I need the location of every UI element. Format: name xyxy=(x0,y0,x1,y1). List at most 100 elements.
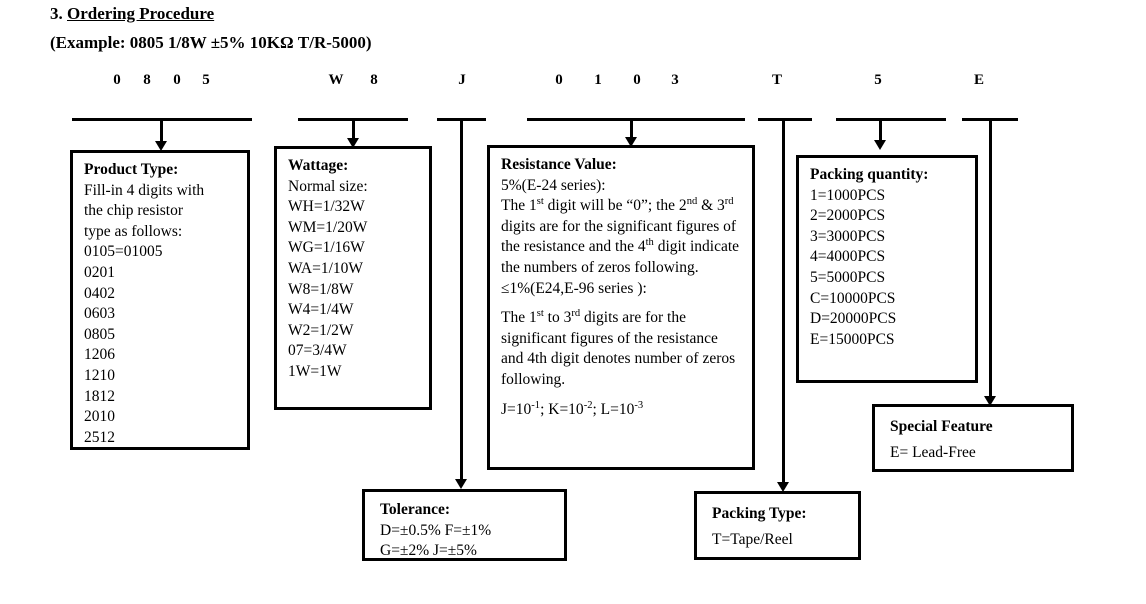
box-resistance-value: Resistance Value: 5%(E-24 series): The 1… xyxy=(487,145,755,470)
box-packing-quantity-line-2: 2=2000PCS xyxy=(810,207,886,225)
box-wattage-line-5: WA=1/10W xyxy=(288,260,364,278)
box-packing-type-title: Packing Type: xyxy=(712,505,807,522)
box-packing-quantity-line-8: E=15000PCS xyxy=(810,330,895,348)
box-product-type-line-6: 0402 xyxy=(84,284,115,302)
code-char-4: 5 xyxy=(202,72,210,88)
box-product-type-line-9: 1206 xyxy=(84,346,115,364)
box-tolerance-line-1: D=±0.5% F=±1% xyxy=(380,521,492,539)
code-char-8: 0 xyxy=(555,72,563,88)
spacer-2 xyxy=(501,391,743,400)
code-char-3: 0 xyxy=(173,72,181,88)
code-char-6: 8 xyxy=(370,72,378,88)
box-resistance-paragraph-1pct: The 1st to 3rd digits are for the signif… xyxy=(501,308,743,390)
mult-j-sup: -1 xyxy=(531,399,541,411)
box-product-type-line-10: 1210 xyxy=(84,367,115,385)
box-product-type-line-7: 0603 xyxy=(84,305,115,323)
connector-arrow-resistance xyxy=(625,137,637,147)
box-wattage-line-7: W4=1/4W xyxy=(288,301,354,319)
box-resistance-paragraph-5pct: The 1st digit will be “0”; the 2nd & 3rd… xyxy=(501,196,743,278)
spacer-1 xyxy=(501,299,743,308)
code-char-5: W xyxy=(328,72,344,88)
box-special-feature-line-1: E= Lead-Free xyxy=(890,443,976,461)
box-product-type: Product Type: Fill-in 4 digits with the … xyxy=(70,150,250,450)
code-char-12: T xyxy=(771,72,782,88)
box-product-type-line-4: 0105=01005 xyxy=(84,243,163,261)
box-packing-quantity: Packing quantity: 1=1000PCS 2=2000PCS 3=… xyxy=(796,155,978,383)
connector-bar-packing-type xyxy=(758,118,812,121)
box-resistance-title: Resistance Value: xyxy=(501,156,617,173)
box-product-type-line-2: the chip resistor xyxy=(84,202,184,220)
box-product-type-title: Product Type: xyxy=(84,161,179,178)
box-packing-quantity-line-5: 5=5000PCS xyxy=(810,269,886,287)
section-title: Ordering Procedure xyxy=(67,4,215,23)
connector-bar-resistance xyxy=(527,118,745,121)
box-wattage-line-3: WM=1/20W xyxy=(288,218,368,236)
mult-l: ; L=10 xyxy=(592,400,635,418)
box-wattage-line-6: W8=1/8W xyxy=(288,280,354,298)
section-heading: 3. Ordering Procedure xyxy=(50,4,214,24)
mult-k: ; K=10 xyxy=(540,400,584,418)
res-5pct-p5: digit indicate the numbers of zeros foll… xyxy=(501,238,740,277)
connector-line-product-type xyxy=(160,118,163,143)
res-1pct-p3: digits are for the significant figures o… xyxy=(501,309,736,389)
mult-j: J=10 xyxy=(501,400,532,418)
res-5pct-p4: digits are for the significant figures o… xyxy=(501,217,737,256)
box-resistance-subtitle-5pct: 5%(E-24 series): xyxy=(501,176,606,194)
box-product-type-line-13: 2512 xyxy=(84,428,115,446)
box-wattage-line-1: Normal size: xyxy=(288,177,368,195)
connector-line-packing-type xyxy=(782,118,785,484)
code-char-10: 0 xyxy=(633,72,641,88)
box-tolerance-line-2: G=±2% J=±5% xyxy=(380,542,477,560)
mult-l-sup: -3 xyxy=(634,399,644,411)
code-char-1: 0 xyxy=(113,72,121,88)
connector-line-wattage xyxy=(352,118,355,140)
box-wattage-line-4: WG=1/16W xyxy=(288,239,365,257)
connector-line-resistance xyxy=(630,118,633,139)
box-wattage-line-9: 07=3/4W xyxy=(288,342,347,360)
connector-arrow-special-feature xyxy=(984,396,996,406)
res-5pct-p3: & 3 xyxy=(697,197,725,215)
box-wattage-line-8: W2=1/2W xyxy=(288,321,354,339)
box-wattage-line-10: 1W=1W xyxy=(288,363,342,381)
box-product-type-line-3: type as follows: xyxy=(84,222,183,240)
connector-line-tolerance xyxy=(460,118,463,481)
code-char-9: 1 xyxy=(594,72,602,88)
res-5pct-sup3: rd xyxy=(724,196,734,208)
res-5pct-p2: digit will be “0”; the 2 xyxy=(543,197,687,215)
box-packing-quantity-title: Packing quantity: xyxy=(810,166,929,183)
connector-arrow-product-type xyxy=(155,141,167,151)
res-1pct-p1: The 1 xyxy=(501,309,537,327)
box-tolerance-title: Tolerance: xyxy=(380,501,451,518)
res-1pct-sup2: rd xyxy=(571,308,581,320)
res-1pct-p2: to 3 xyxy=(543,309,572,327)
box-product-type-line-8: 0805 xyxy=(84,325,115,343)
mult-k-sup: -2 xyxy=(583,399,593,411)
connector-arrow-packing-type xyxy=(777,482,789,492)
connector-arrow-tolerance xyxy=(455,479,467,489)
code-char-7: J xyxy=(458,72,466,88)
connector-arrow-wattage xyxy=(347,138,359,148)
connector-bar-packing-quantity xyxy=(836,118,946,121)
box-tolerance: Tolerance: D=±0.5% F=±1% G=±2% J=±5% xyxy=(362,489,567,561)
res-5pct-sup1: st xyxy=(536,196,544,208)
box-product-type-line-11: 1812 xyxy=(84,387,115,405)
box-special-feature-title: Special Feature xyxy=(890,418,993,435)
box-special-feature: Special Feature E= Lead-Free xyxy=(872,404,1074,472)
box-wattage-title: Wattage: xyxy=(288,157,349,174)
code-char-11: 3 xyxy=(671,72,679,88)
box-packing-type: Packing Type: T=Tape/Reel xyxy=(694,491,861,560)
section-number: 3. xyxy=(50,4,63,23)
box-packing-quantity-line-3: 3=3000PCS xyxy=(810,227,886,245)
code-char-14: E xyxy=(973,72,984,88)
box-packing-quantity-line-6: C=10000PCS xyxy=(810,289,896,307)
example-line: (Example: 0805 1/8W ±5% 10KΩ T/R-5000) xyxy=(50,33,372,52)
res-5pct-sup2: nd xyxy=(686,196,698,208)
box-resistance-multipliers: J=10-1; K=10-2; L=10-3 xyxy=(501,400,743,421)
connector-arrow-packing-quantity xyxy=(874,140,886,150)
connector-line-packing-quantity xyxy=(879,118,882,142)
box-packing-type-line-1: T=Tape/Reel xyxy=(712,530,793,548)
box-packing-quantity-line-4: 4=4000PCS xyxy=(810,248,886,266)
box-packing-quantity-line-7: D=20000PCS xyxy=(810,310,897,328)
res-5pct-p1: The 1 xyxy=(501,197,537,215)
